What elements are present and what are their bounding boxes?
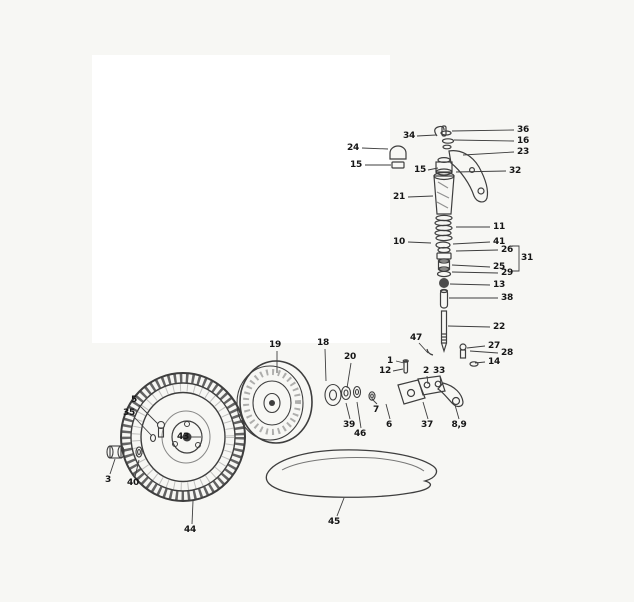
bearing-washers-drawing xyxy=(324,383,376,407)
left-small-parts-drawing xyxy=(106,420,166,459)
kingpin-column-drawing xyxy=(389,125,489,359)
paper-background xyxy=(92,55,390,343)
rim-drum-drawing xyxy=(236,360,313,444)
knuckle-bracket-drawing xyxy=(397,359,479,408)
tire-drawing xyxy=(120,372,246,502)
fender-drawing xyxy=(265,449,438,498)
leader-lines xyxy=(109,129,520,525)
